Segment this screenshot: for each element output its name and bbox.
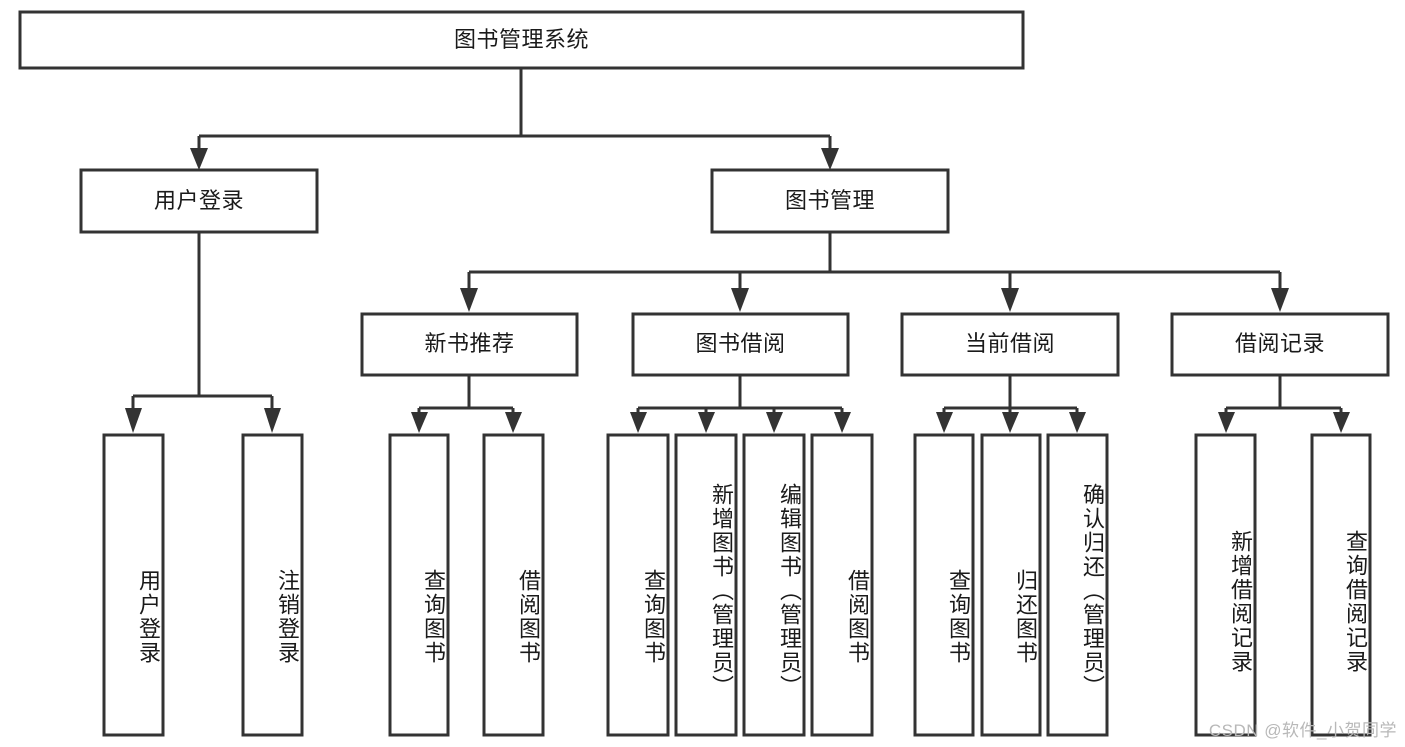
arrow-to-leaf-logout-login — [264, 408, 281, 433]
csdn-watermark: CSDN @软件_小贺同学 — [1208, 721, 1397, 740]
arrow-root-to-user-login — [190, 148, 208, 170]
arrow-to-leaf-return-book — [1002, 412, 1019, 433]
arrow-to-leaf-borrow-book — [834, 412, 851, 433]
edge-root-to-level2 — [197, 68, 832, 152]
arrow-to-leaf-query-book-recommend — [411, 412, 428, 433]
node-box-new-book-recommend[interactable] — [360, 312, 579, 377]
node-box-book-borrow[interactable] — [631, 312, 850, 377]
arrow-to-leaf-user-login — [125, 408, 142, 433]
node-box-leaf-edit-book-admin[interactable] — [742, 433, 806, 737]
node-box-current-borrow[interactable] — [900, 312, 1120, 377]
edge-book-borrow-to-leaves — [636, 375, 844, 416]
arrow-to-leaf-query-borrow-record — [1333, 412, 1350, 433]
arrow-to-leaf-edit-book-admin — [766, 412, 783, 433]
edge-user-login-to-leaves — [131, 232, 274, 412]
node-box-leaf-query-book-borrow[interactable] — [606, 433, 670, 737]
node-box-leaf-add-borrow-record[interactable] — [1194, 433, 1257, 737]
node-box-leaf-user-login[interactable] — [102, 433, 165, 737]
arrow-to-leaf-add-book-admin — [698, 412, 715, 433]
arrow-to-current-borrow — [1001, 288, 1019, 312]
node-box-leaf-query-book-recommend[interactable] — [388, 433, 450, 737]
arrow-to-borrow-records — [1271, 288, 1289, 312]
arrow-to-leaf-confirm-return-admin — [1069, 412, 1086, 433]
edge-new-book-recommend-to-leaves — [417, 375, 515, 416]
node-box-leaf-logout-login[interactable] — [241, 433, 304, 737]
node-box-root[interactable] — [18, 10, 1025, 70]
edge-book-management-to-level3 — [467, 232, 1282, 292]
node-box-leaf-confirm-return-admin[interactable] — [1046, 433, 1109, 737]
arrow-to-leaf-borrow-book-recommend — [505, 412, 522, 433]
node-box-leaf-add-book-admin[interactable] — [674, 433, 738, 737]
arrow-root-to-book-management — [821, 148, 839, 170]
node-box-leaf-return-book[interactable] — [980, 433, 1042, 737]
arrow-to-leaf-query-book-borrow — [630, 412, 647, 433]
edge-current-borrow-to-leaves — [942, 375, 1079, 416]
arrow-to-leaf-add-borrow-record — [1218, 412, 1235, 433]
arrow-to-new-book-recommend — [460, 288, 478, 312]
node-box-leaf-query-borrow-record[interactable] — [1310, 433, 1372, 737]
node-box-leaf-borrow-book[interactable] — [810, 433, 874, 737]
node-box-book-management[interactable] — [710, 168, 950, 234]
arrow-to-leaf-query-book-current — [936, 412, 953, 433]
edge-borrow-records-to-leaves — [1224, 375, 1343, 416]
node-box-leaf-query-book-current[interactable] — [913, 433, 975, 737]
arrow-to-book-borrow — [731, 288, 749, 312]
node-box-leaf-borrow-book-recommend[interactable] — [482, 433, 545, 737]
node-box-borrow-records[interactable] — [1170, 312, 1390, 377]
node-box-user-login[interactable] — [79, 168, 319, 234]
